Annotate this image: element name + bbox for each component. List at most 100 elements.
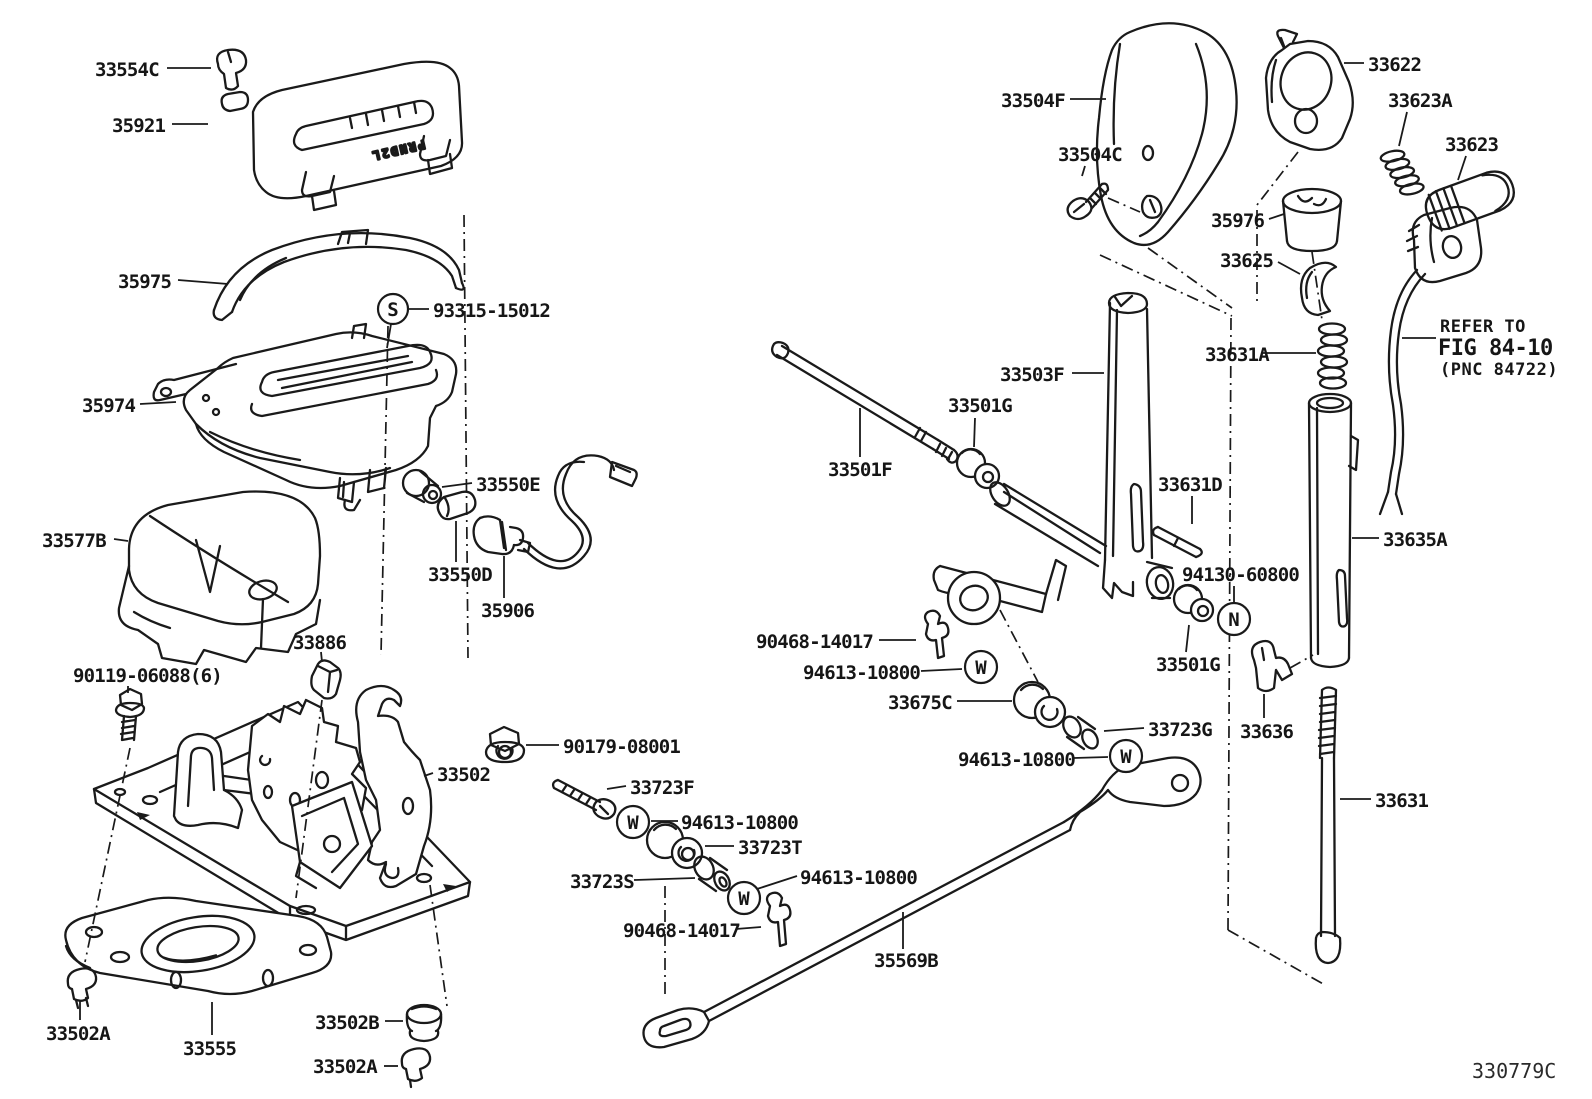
part-label-35906: 35906 <box>481 600 535 622</box>
part-drawing-33886-block <box>310 659 342 700</box>
part-drawing-35921-shift-indicator-plate: PRND2L <box>220 60 464 212</box>
part-drawing-33723F-pin <box>551 778 617 820</box>
part-label-94613-10800-3: 94613-10800 <box>803 662 920 684</box>
part-label-33723T: 33723T <box>738 837 802 859</box>
part-label-90468-14017-2: 90468-14017 <box>756 631 873 653</box>
part-label-33501F: 33501F <box>828 459 892 481</box>
circled-symbols: S W W W W N <box>376 292 1252 916</box>
part-label-33631A: 33631A <box>1205 344 1270 366</box>
part-drawing-35569B-rod <box>642 744 1202 1049</box>
part-label-33502B: 33502B <box>315 1012 379 1034</box>
part-label-33502A-bottom: 33502A <box>313 1056 378 1078</box>
symbol-washer-letter: W <box>975 657 987 679</box>
diagram-code: 330779C <box>1472 1059 1556 1083</box>
part-label-33554C: 33554C <box>95 59 159 81</box>
part-label-35976: 35976 <box>1211 210 1265 232</box>
part-label-33631D: 33631D <box>1158 474 1222 496</box>
part-drawing-33504F-knob <box>1095 22 1238 247</box>
symbol-nut-letter: N <box>1228 609 1239 631</box>
part-label-33631: 33631 <box>1375 790 1429 812</box>
part-label-33550E: 33550E <box>476 474 540 496</box>
part-drawing-33723S-sleeve <box>693 855 731 893</box>
part-label-94613-10800-4: 94613-10800 <box>958 749 1075 771</box>
symbol-washer-W-4: W <box>1108 738 1144 774</box>
part-label-33623A: 33623A <box>1388 90 1453 112</box>
part-label-33625: 33625 <box>1220 250 1274 272</box>
part-drawing-33636-clip <box>1250 639 1294 693</box>
part-label-33623: 33623 <box>1445 134 1499 156</box>
part-label-35569B: 35569B <box>874 950 938 972</box>
part-drawing-33502A-grommet-left <box>66 967 98 1010</box>
part-label-33635A: 33635A <box>1383 529 1448 551</box>
part-drawing-33502B-grommet <box>405 1003 443 1043</box>
part-drawing-35906-socket-wire <box>472 454 638 570</box>
part-label-33502A-left: 33502A <box>46 1023 111 1045</box>
part-drawing-33631D-pin <box>1151 525 1203 559</box>
part-drawing-33623-button <box>1424 170 1515 232</box>
shift-pattern-markings: PRND2L <box>369 137 426 163</box>
part-label-35921: 35921 <box>112 115 166 137</box>
part-label-33555: 33555 <box>183 1038 237 1060</box>
part-drawing-33550E-socket <box>401 468 443 505</box>
part-drawing-33501F-rod <box>770 341 959 464</box>
part-label-33504C: 33504C <box>1058 144 1122 166</box>
part-label-35975: 35975 <box>118 271 172 293</box>
part-drawing-33550D-bulb <box>436 490 477 521</box>
part-drawing-33631A-spring <box>1316 322 1349 390</box>
part-drawing-33623A-spring <box>1379 149 1425 196</box>
symbol-washer-W-3: W <box>963 649 999 685</box>
part-label-33723G: 33723G <box>1148 719 1212 741</box>
part-drawing-33504C-screw <box>1066 182 1110 221</box>
construction-lines <box>84 151 1326 1007</box>
part-label-93315-15012: 93315-15012 <box>433 300 550 322</box>
symbol-nut-N: N <box>1216 601 1252 637</box>
part-label-90179-08001: 90179-08001 <box>563 736 680 758</box>
part-label-94613-10800-2: 94613-10800 <box>800 867 917 889</box>
part-label-35974: 35974 <box>82 395 136 417</box>
symbol-washer-letter: W <box>738 888 750 910</box>
part-label-94613-10800-1: 94613-10800 <box>681 812 798 834</box>
part-drawing-33675C-bushing <box>1012 680 1067 729</box>
part-drawing-33501G-bushing-lower <box>1172 583 1215 623</box>
part-drawing-33723T-bushing <box>645 820 704 870</box>
symbol-washer-letter: W <box>627 812 639 834</box>
part-drawing-33577B-cover <box>117 490 322 666</box>
leader-lines <box>79 62 1467 1067</box>
part-drawing-35976-cup <box>1281 187 1343 253</box>
part-labels: 33554C 35921 35975 93315-15012 35974 335… <box>42 54 1499 1078</box>
reference-note: REFER TO FIG 84-10 (PNC 84722) <box>1438 317 1558 380</box>
part-label-33636: 33636 <box>1240 721 1294 743</box>
part-label-33501G-1: 33501G <box>948 395 1012 417</box>
reference-note-line1: REFER TO <box>1440 317 1526 337</box>
part-label-33503F: 33503F <box>1000 364 1064 386</box>
part-label-33622: 33622 <box>1368 54 1421 76</box>
part-label-90119-06088: 90119-06088(6) <box>73 665 222 687</box>
part-drawing-35974-housing <box>152 322 458 512</box>
part-drawing-33502-bracket-assembly <box>92 684 472 942</box>
part-drawing-33635A-tube <box>1307 392 1360 669</box>
part-drawing-33502A-grommet-bottom <box>400 1047 432 1089</box>
symbol-screw-S: S <box>376 292 410 326</box>
part-label-33577B: 33577B <box>42 530 106 552</box>
part-label-33501G-2: 33501G <box>1156 654 1220 676</box>
part-drawing-33501G-bushing-upper <box>955 447 1001 490</box>
symbol-washer-letter: W <box>1120 746 1132 768</box>
symbol-screw-letter: S <box>387 299 398 321</box>
part-drawing-33631-rod <box>1314 686 1342 965</box>
part-label-33723S: 33723S <box>570 871 634 893</box>
part-drawing-33554C-clip <box>215 48 248 91</box>
part-drawing-90468-clip-bottom <box>765 891 792 948</box>
part-label-33550D: 33550D <box>428 564 492 586</box>
part-drawing-33555-plate <box>64 896 333 996</box>
part-drawing-33622-plate <box>1264 28 1354 151</box>
part-drawing-33503F-shaft <box>932 291 1175 626</box>
reference-note-line2: FIG 84-10 <box>1438 336 1553 361</box>
part-label-33504F: 33504F <box>1001 90 1065 112</box>
reference-note-line3: (PNC 84722) <box>1440 360 1558 380</box>
part-label-33886: 33886 <box>293 632 347 654</box>
part-drawing-90119-bolt <box>114 687 146 742</box>
symbol-washer-W-2: W <box>726 880 762 916</box>
symbol-washer-W-1: W <box>615 804 651 840</box>
part-label-33675C: 33675C <box>888 692 952 714</box>
